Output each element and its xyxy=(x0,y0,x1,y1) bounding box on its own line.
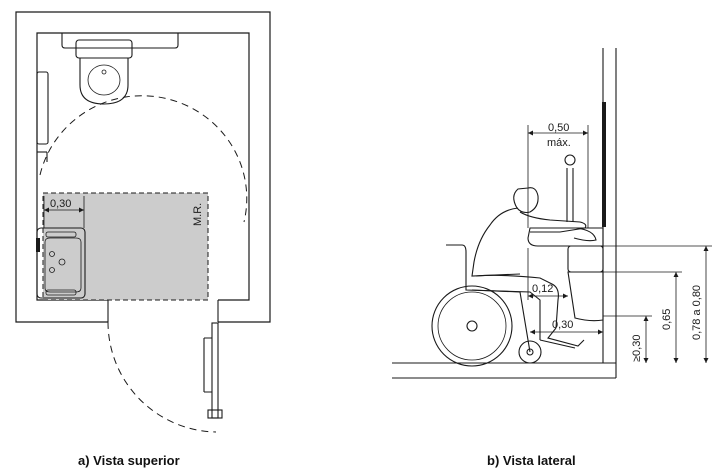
grab-bar-side xyxy=(36,71,49,145)
dim-width-note: máx. xyxy=(547,137,571,149)
wheelchair xyxy=(431,244,576,367)
faucet-hole-1 xyxy=(49,251,55,257)
sink-basin xyxy=(44,237,82,293)
dim-h1-label: ≥0,30 xyxy=(631,335,643,362)
rear-wheel-hub xyxy=(466,320,478,332)
toilet-tank xyxy=(75,39,133,59)
sink-top-view xyxy=(36,227,86,299)
front-caster xyxy=(518,340,542,364)
top-view: 0,30 M.R. xyxy=(15,11,271,433)
torso-back xyxy=(471,207,521,277)
dim-h3-label: 0,78 a 0,80 xyxy=(691,285,703,340)
rear-wheel-rim xyxy=(437,291,507,361)
mirror xyxy=(602,102,606,227)
turning-circle xyxy=(39,95,248,223)
rear-wheel xyxy=(431,285,513,367)
door xyxy=(107,321,223,433)
drain xyxy=(58,258,66,266)
sink-bracket xyxy=(36,238,40,252)
dim-knee: 0,12 xyxy=(527,248,568,300)
dim-arrows xyxy=(44,207,84,213)
maneuver-area xyxy=(42,192,209,301)
door-opening xyxy=(108,299,218,323)
toilet-bowl xyxy=(79,57,129,105)
dim-width-label: 0,50 xyxy=(548,122,569,134)
dim-h2-label: 0,65 xyxy=(661,309,673,330)
sink-side-view xyxy=(527,154,604,322)
faucet-pipe xyxy=(566,168,574,222)
dim-arrows xyxy=(643,316,649,363)
dim-h1: ≥0,30 xyxy=(631,316,649,363)
sink-grab-bar-bottom xyxy=(45,289,77,296)
head xyxy=(513,187,539,214)
toilet-seat xyxy=(87,64,121,96)
footrest xyxy=(539,339,576,349)
dim-arrows xyxy=(528,293,568,299)
door-swing xyxy=(107,321,217,433)
thigh xyxy=(475,274,559,329)
door-handle xyxy=(203,337,212,393)
dim-h3: 0,78 a 0,80 xyxy=(691,246,709,363)
side-view: 0,50 máx. 0,12 0,30 ≥0,30 xyxy=(392,48,712,379)
grab-bar-back xyxy=(61,32,179,49)
person-in-wheelchair xyxy=(471,187,597,347)
door-leaf xyxy=(211,322,219,419)
toilet-top-view xyxy=(61,32,179,105)
hand xyxy=(573,227,597,242)
foot xyxy=(547,327,585,347)
sink-pedestal xyxy=(567,271,604,322)
mr-label: M.R. xyxy=(192,203,204,226)
dim-knee-label: 0,12 xyxy=(532,283,553,295)
sink-grab-bar-top xyxy=(45,231,77,238)
caption-top-view: a) Vista superior xyxy=(78,453,180,468)
caption-side-view: b) Vista lateral xyxy=(487,453,576,468)
faucet-head xyxy=(564,154,576,166)
sink-counter xyxy=(36,227,86,299)
chair-seat-strut xyxy=(471,289,531,353)
dim-width: 0,50 máx. xyxy=(527,122,589,228)
faucet-hole-2 xyxy=(49,267,55,273)
flush-button xyxy=(101,69,107,75)
door-stop xyxy=(207,409,223,419)
dim-h2: 0,65 xyxy=(661,272,679,363)
dim-sink-depth: 0,30 xyxy=(43,196,85,228)
sink-bowl-side xyxy=(567,245,604,273)
dim-depth: 0,30 xyxy=(530,319,603,335)
dim-depth-label: 0,30 xyxy=(552,319,573,331)
dim-sink-label: 0,30 xyxy=(50,198,71,210)
